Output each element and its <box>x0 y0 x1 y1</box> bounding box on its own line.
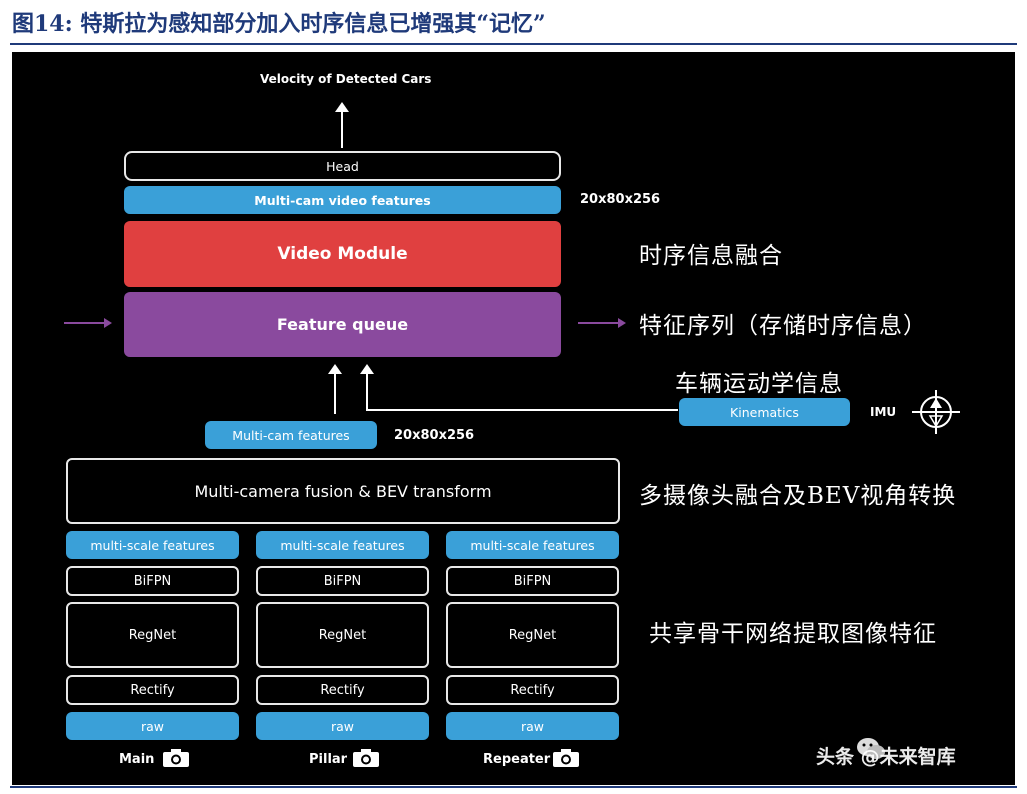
rectify-box-repeater: Rectify <box>446 675 619 705</box>
fusion-label: Multi-camera fusion & BEV transform <box>194 481 492 501</box>
multicam-features-label: Multi-cam features <box>232 427 350 443</box>
video-features-dim: 20x80x256 <box>580 192 661 207</box>
head-label: Head <box>326 158 359 174</box>
multiscale-features-label: multi-scale features <box>90 537 215 553</box>
bifpn-label: BiFPN <box>133 573 172 589</box>
rectify-box-main: Rectify <box>66 675 239 705</box>
bifpn-box-pillar: BiFPN <box>256 566 429 596</box>
raw-bar-repeater: raw <box>446 712 619 740</box>
kinematics-connector <box>366 409 678 411</box>
feature-queue-box: Feature queue <box>124 292 561 357</box>
regnet-label: RegNet <box>508 627 557 643</box>
annotation-temporal-fusion: 时序信息融合 <box>639 243 783 269</box>
kinematics-box: Kinematics <box>679 398 850 426</box>
watermark: 头条 @未来智库 <box>816 746 956 768</box>
queue-output-arrow-icon <box>578 318 626 328</box>
kinematics-up-arrow-icon <box>360 364 374 410</box>
rectify-label: Rectify <box>510 682 555 698</box>
regnet-label: RegNet <box>128 627 177 643</box>
multiscale-features-label: multi-scale features <box>280 537 405 553</box>
head-box: Head <box>124 151 561 181</box>
annotation-bev-fusion: 多摄像头融合及BEV视角转换 <box>639 483 957 509</box>
wechat-icon <box>857 738 885 759</box>
rectify-label: Rectify <box>320 682 365 698</box>
camera-label-main: Main <box>119 752 155 767</box>
regnet-box-repeater: RegNet <box>446 602 619 668</box>
raw-bar-pillar: raw <box>256 712 429 740</box>
camera-icon <box>163 749 189 767</box>
regnet-label: RegNet <box>318 627 367 643</box>
velocity-output-label: Velocity of Detected Cars <box>260 72 432 86</box>
queue-input-arrow-icon <box>64 318 112 328</box>
multicam-features-bar: Multi-cam features <box>205 421 377 449</box>
imu-label: IMU <box>870 405 897 419</box>
raw-label: raw <box>520 718 545 734</box>
multiscale-features-pillar: multi-scale features <box>256 531 429 559</box>
imu-crosshair-icon <box>912 390 960 434</box>
video-module-label: Video Module <box>277 244 408 264</box>
bifpn-box-repeater: BiFPN <box>446 566 619 596</box>
multicam-features-dim: 20x80x256 <box>394 428 475 443</box>
camera-icon <box>353 749 379 767</box>
fusion-box: Multi-camera fusion & BEV transform <box>66 458 620 524</box>
raw-bar-main: raw <box>66 712 239 740</box>
annotation-feature-sequence: 特征序列（存储时序信息） <box>639 313 927 339</box>
bifpn-label: BiFPN <box>323 573 362 589</box>
camera-label-pillar: Pillar <box>309 752 348 767</box>
kinematics-label: Kinematics <box>730 404 799 420</box>
figure-title: 图14: 特斯拉为感知部分加入时序信息已增强其“记忆” <box>12 11 546 37</box>
features-up-arrow-icon <box>328 364 342 414</box>
feature-queue-label: Feature queue <box>276 315 409 334</box>
title-rule <box>10 43 1017 45</box>
video-module-box: Video Module <box>124 221 561 287</box>
bifpn-label: BiFPN <box>513 573 552 589</box>
multicam-video-features-bar: Multi-cam video features <box>124 186 561 214</box>
multicam-video-features-label: Multi-cam video features <box>254 192 431 208</box>
rectify-box-pillar: Rectify <box>256 675 429 705</box>
annotation-backbone: 共享骨干网络提取图像特征 <box>649 621 937 647</box>
raw-label: raw <box>330 718 355 734</box>
multiscale-features-main: multi-scale features <box>66 531 239 559</box>
annotation-vehicle-motion: 车辆运动学信息 <box>675 371 843 397</box>
camera-label-repeater: Repeater <box>483 752 551 767</box>
bifpn-box-main: BiFPN <box>66 566 239 596</box>
raw-label: raw <box>140 718 165 734</box>
camera-icon <box>553 749 579 767</box>
bottom-rule <box>10 786 1017 788</box>
multiscale-features-repeater: multi-scale features <box>446 531 619 559</box>
rectify-label: Rectify <box>130 682 175 698</box>
output-arrow-icon <box>335 102 349 148</box>
diagram-panel: Velocity of Detected Cars Head Multi-cam… <box>12 52 1015 785</box>
regnet-box-pillar: RegNet <box>256 602 429 668</box>
regnet-box-main: RegNet <box>66 602 239 668</box>
multiscale-features-label: multi-scale features <box>470 537 595 553</box>
